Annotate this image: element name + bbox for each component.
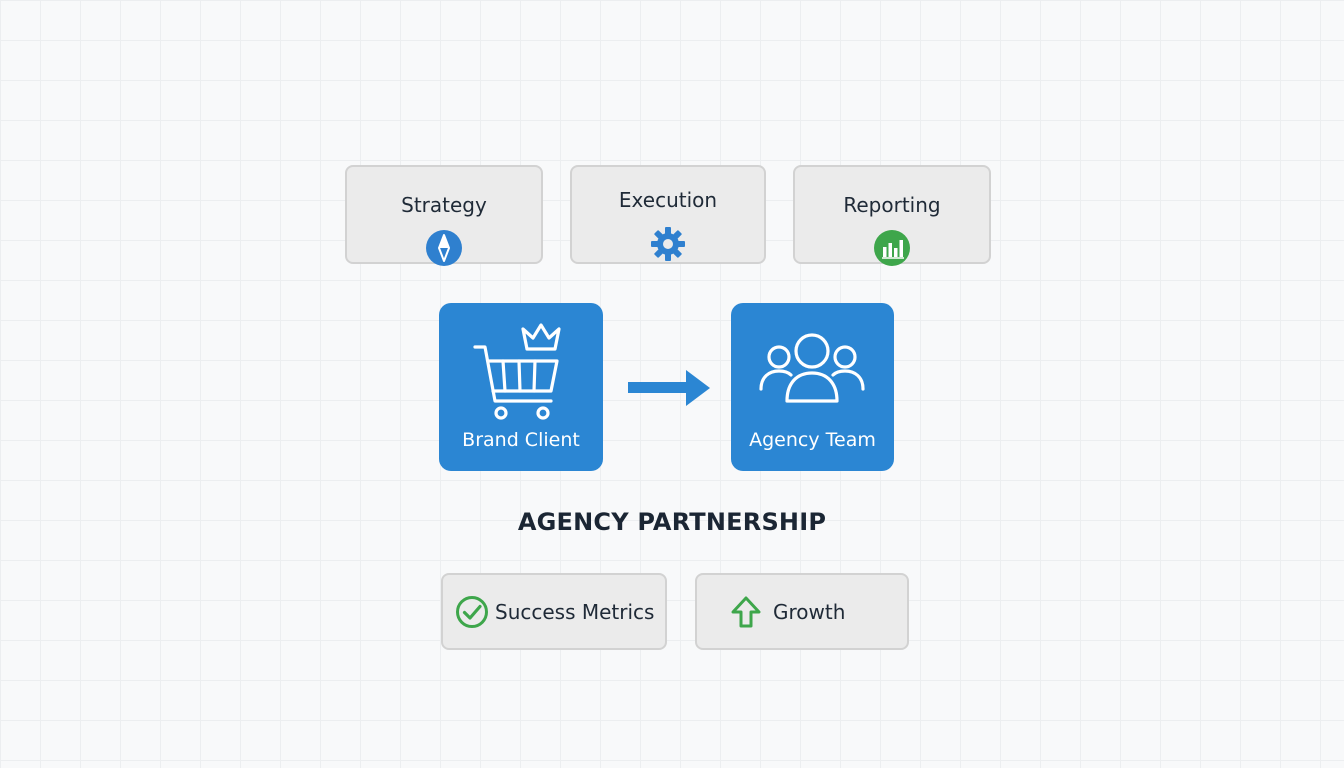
- brand-client-tile: Brand Client: [439, 303, 603, 471]
- success-metrics-card: Success Metrics: [441, 573, 667, 650]
- compass-icon: [426, 230, 462, 266]
- strategy-label: Strategy: [401, 193, 487, 217]
- reporting-card: Reporting: [793, 165, 991, 266]
- growth-label: Growth: [773, 599, 846, 624]
- team-icon: [759, 333, 865, 403]
- diagram-title: AGENCY PARTNERSHIP: [517, 508, 827, 536]
- bar-chart-icon: [874, 230, 910, 266]
- gear-icon: [651, 227, 685, 261]
- crowned-cart-icon: [473, 323, 561, 420]
- right-arrow-icon: [628, 370, 710, 406]
- strategy-card: Strategy: [345, 165, 543, 266]
- brand-client-label: Brand Client: [462, 429, 580, 451]
- reporting-label: Reporting: [843, 193, 941, 217]
- agency-team-tile: Agency Team: [731, 303, 894, 471]
- growth-card: Growth: [695, 573, 909, 650]
- agency-team-label: Agency Team: [749, 429, 876, 451]
- execution-card: Execution: [570, 165, 766, 264]
- check-circle-icon: [456, 595, 488, 628]
- execution-label: Execution: [618, 188, 718, 212]
- up-arrow-icon: [731, 596, 761, 627]
- success-metrics-label: Success Metrics: [495, 599, 655, 624]
